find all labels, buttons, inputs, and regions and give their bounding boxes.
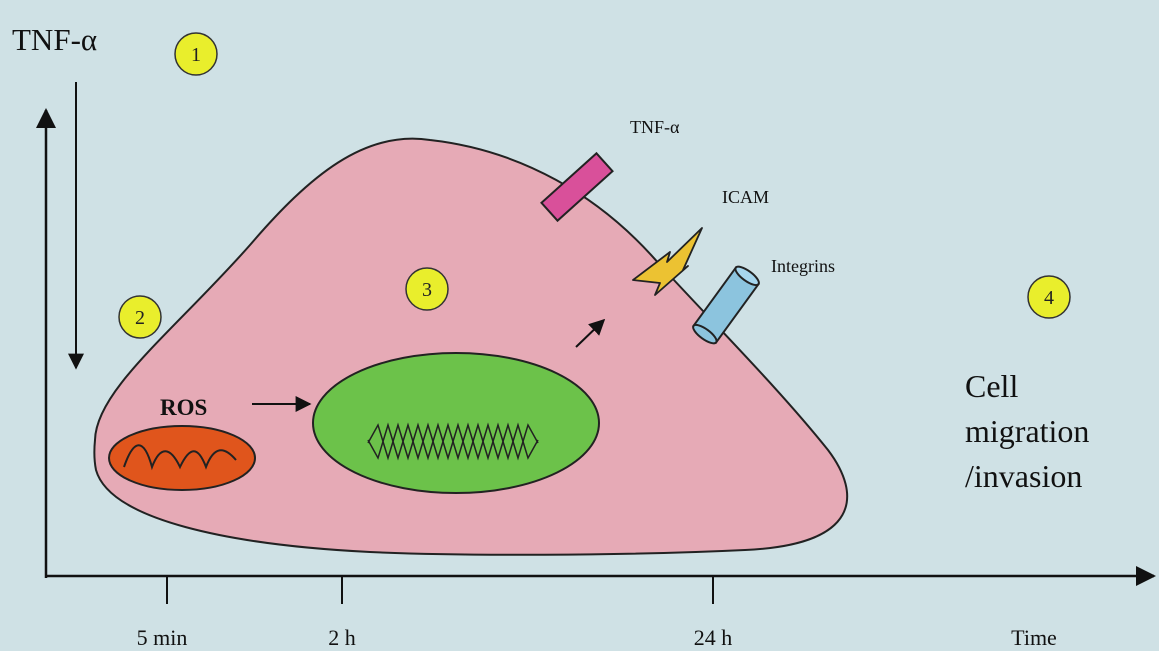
outcome-line-2: migration bbox=[965, 413, 1089, 449]
integrins-label: Integrins bbox=[771, 256, 835, 276]
step-badge-1: 1 bbox=[175, 33, 217, 75]
step-badge-3: 3 bbox=[406, 268, 448, 310]
step-badge-2-number: 2 bbox=[135, 307, 145, 329]
icam-label: ICAM bbox=[722, 187, 769, 207]
tnf-title: TNF-α bbox=[12, 22, 97, 57]
step-badge-1-number: 1 bbox=[191, 44, 201, 66]
outcome-line-3: /invasion bbox=[965, 458, 1082, 494]
mitochondrion bbox=[109, 426, 255, 490]
ros-label: ROS bbox=[160, 395, 207, 420]
tick-label-24-h: 24 h bbox=[694, 625, 733, 650]
step-badge-4: 4 bbox=[1028, 276, 1070, 318]
time-axis-label: Time bbox=[1011, 625, 1057, 650]
step-badge-2: 2 bbox=[119, 296, 161, 338]
nucleus bbox=[313, 353, 599, 493]
step-badge-3-number: 3 bbox=[422, 279, 432, 301]
tick-label-2-h: 2 h bbox=[328, 625, 356, 650]
receptor-tnf-label: TNF-α bbox=[630, 117, 680, 137]
step-badge-4-number: 4 bbox=[1044, 287, 1054, 309]
tick-label-5-min: 5 min bbox=[137, 625, 188, 650]
outcome-line-1: Cell bbox=[965, 368, 1018, 404]
